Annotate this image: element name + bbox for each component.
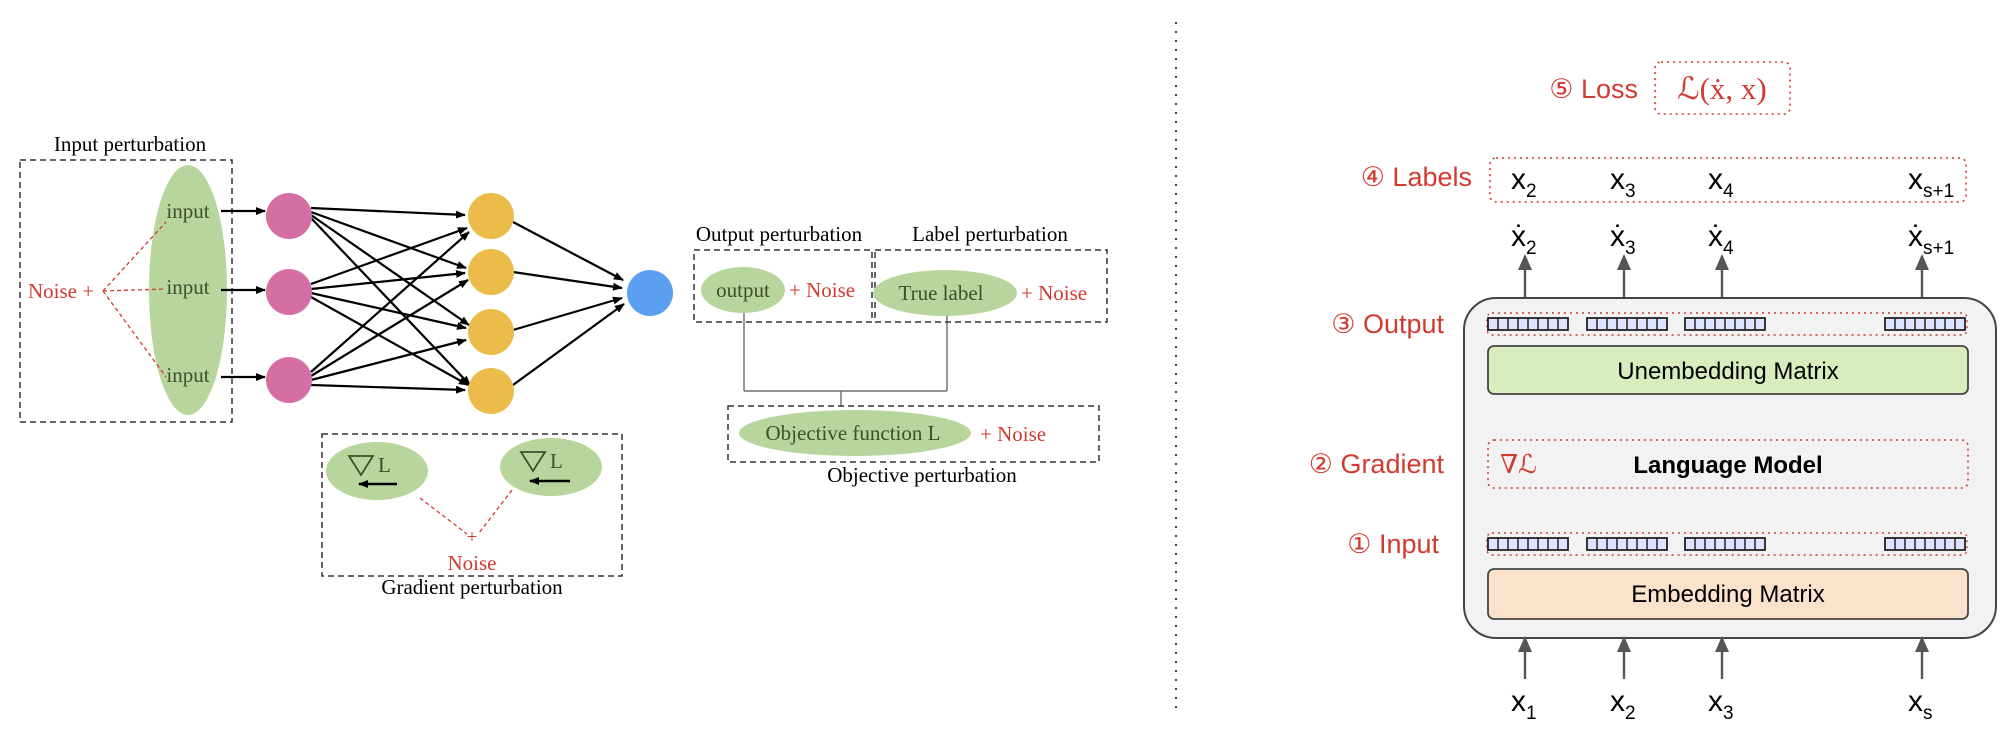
- gradient-row-box: [1487, 439, 1969, 489]
- embedding-matrix-box: [1487, 568, 1969, 620]
- objective-connectors: [743, 313, 948, 406]
- output-ellipse: [701, 267, 785, 313]
- input-vector-1: [1487, 537, 1569, 551]
- prediction-token-2: ẋ3: [1610, 220, 1636, 259]
- gradient-label-right: L: [550, 449, 563, 473]
- label-perturbation-group: Label perturbation True label + Noise: [873, 222, 1108, 323]
- loss-label: ⑤ Loss: [1549, 74, 1638, 104]
- prediction-token-3: ẋ4: [1708, 220, 1734, 259]
- input-vector-3: [1684, 537, 1766, 551]
- gradient-noise-label: Noise: [448, 551, 497, 575]
- input-ellipse: [149, 165, 227, 415]
- input-label-3: input: [166, 363, 209, 387]
- gradient-ellipse-left: [326, 442, 428, 500]
- objective-noise-label: + Noise: [980, 422, 1046, 446]
- objective-perturbation-title: Objective perturbation: [827, 463, 1017, 487]
- label-tokens: x2 x3 x4 xs+1: [1511, 163, 1954, 202]
- output-noise-label: + Noise: [789, 278, 855, 302]
- input-perturbation-group: Input perturbation Noise + input input i…: [19, 132, 233, 423]
- gradient-row-label: ② Gradient: [1309, 449, 1445, 479]
- label-token-3: x4: [1708, 163, 1734, 202]
- prediction-tokens: ẋ2 ẋ3 ẋ4 ẋs+1: [1511, 220, 1954, 259]
- input-token-2: x2: [1610, 685, 1636, 724]
- network-edges: [221, 206, 625, 394]
- layer2-node-1: [468, 193, 514, 239]
- prediction-token-4: ẋs+1: [1908, 220, 1954, 259]
- output-label: output: [716, 278, 770, 302]
- gradient-plus: +: [467, 527, 478, 548]
- label-token-4: xs+1: [1908, 163, 1954, 202]
- objective-perturbation-group: Objective function L + Noise Objective p…: [727, 405, 1100, 487]
- loss-formula: ℒ(ẋ, x): [1677, 71, 1766, 106]
- input-label-2: input: [166, 275, 209, 299]
- embedding-matrix-label: Embedding Matrix: [1631, 581, 1824, 608]
- loss-formula-box: [1654, 61, 1791, 115]
- nabla-icon: [519, 451, 547, 473]
- neural-network: [221, 193, 673, 414]
- nabla-icon: [347, 455, 375, 477]
- gradient-label-left: L: [378, 453, 391, 477]
- gradient-perturbation-title: Gradient perturbation: [381, 575, 563, 599]
- language-model-label: Language Model: [1633, 452, 1822, 479]
- output-vector-1: [1487, 317, 1569, 331]
- objective-ellipse: [739, 410, 971, 456]
- input-row-box: [1486, 532, 1968, 556]
- input-label-1: input: [166, 199, 209, 223]
- output-row-box: [1486, 312, 1968, 336]
- input-vector-2: [1586, 537, 1668, 551]
- gradient-noise-lines: [419, 489, 513, 535]
- noise-lines: [102, 221, 167, 378]
- gradient-symbol: ∇ℒ: [1500, 450, 1537, 479]
- true-label-ellipse: [873, 270, 1017, 316]
- layer2-node-2: [468, 249, 514, 295]
- input-arrows: [1518, 636, 1929, 679]
- output-arrows: [1518, 254, 1929, 297]
- input-vectors: [1487, 537, 1966, 551]
- input-token-1: x1: [1511, 685, 1537, 724]
- input-noise-label: Noise +: [28, 279, 94, 303]
- output-node: [627, 270, 673, 316]
- label-perturbation-title: Label perturbation: [912, 222, 1068, 246]
- gradient-perturbation-box: [321, 433, 623, 577]
- output-vector-2: [1586, 317, 1668, 331]
- gradient-perturbation-group: L L + Noise Gradient perturbation: [321, 433, 623, 599]
- input-perturbation-title: Input perturbation: [54, 132, 207, 156]
- left-panel: Input perturbation Noise + input input i…: [19, 132, 1108, 599]
- label-noise-label: + Noise: [1021, 281, 1087, 305]
- input-tokens: x1 x2 x3 xs: [1511, 685, 1933, 724]
- layer2-node-3: [468, 309, 514, 355]
- hidden-node-3: [266, 357, 312, 403]
- labels-box: [1489, 157, 1967, 203]
- label-token-2: x3: [1610, 163, 1636, 202]
- unembedding-matrix-label: Unembedding Matrix: [1617, 358, 1838, 385]
- unembedding-matrix-box: [1487, 345, 1969, 395]
- input-vector-4: [1884, 537, 1966, 551]
- label-token-1: x2: [1511, 163, 1537, 202]
- true-label-text: True label: [899, 281, 984, 305]
- objective-perturbation-box: [727, 405, 1100, 463]
- output-vectors: [1487, 317, 1966, 331]
- output-vector-4: [1884, 317, 1966, 331]
- labels-label: ④ Labels: [1361, 162, 1472, 192]
- output-perturbation-group: Output perturbation output + Noise: [693, 222, 873, 323]
- output-vector-3: [1684, 317, 1766, 331]
- objective-label: Objective function L: [766, 421, 941, 445]
- layer2-node-4: [468, 368, 514, 414]
- prediction-token-1: ẋ2: [1511, 220, 1537, 259]
- input-row-label: ① Input: [1347, 529, 1439, 559]
- output-row-label: ③ Output: [1331, 309, 1444, 339]
- output-perturbation-title: Output perturbation: [696, 222, 863, 246]
- hidden-node-2: [266, 269, 312, 315]
- hidden-node-1: [266, 193, 312, 239]
- input-token-3: x3: [1708, 685, 1734, 724]
- output-perturbation-box: [693, 249, 873, 323]
- label-perturbation-box: [874, 249, 1108, 323]
- input-token-4: xs: [1908, 685, 1933, 724]
